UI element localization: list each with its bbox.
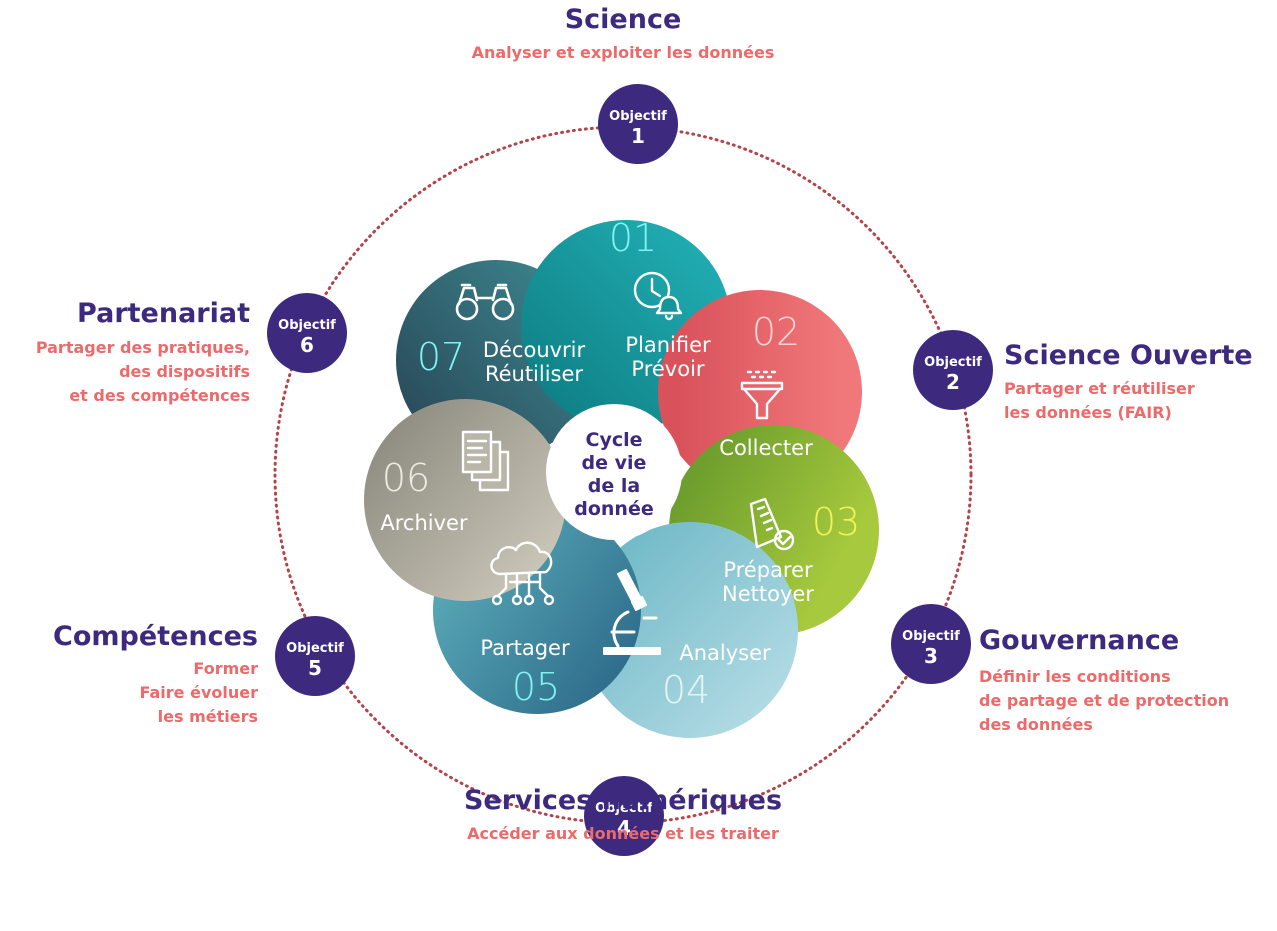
objective-badge-number: 4 bbox=[617, 816, 631, 840]
step-label-01: Planifier bbox=[625, 333, 711, 357]
objective-2-subtitle-line: les données (FAIR) bbox=[1004, 403, 1172, 422]
center-label-line: Cycle bbox=[586, 429, 643, 451]
objective-5-badge bbox=[275, 616, 355, 696]
step-label-07: Découvrir bbox=[483, 338, 586, 362]
objective-4-subtitle-line: Accéder aux données et les traiter bbox=[467, 824, 779, 843]
objective-5-subtitle: Former Faire évoluer les métiers bbox=[20, 657, 258, 729]
objective-badge-number: 1 bbox=[631, 124, 645, 148]
petal-06 bbox=[364, 399, 566, 601]
objective-5-subtitle-line: Faire évoluer bbox=[139, 683, 258, 702]
objective-3-title: Gouvernance bbox=[979, 625, 1180, 656]
center-label-line: de vie bbox=[582, 452, 647, 474]
step-label-03: Préparer bbox=[723, 558, 813, 582]
center-hub bbox=[546, 404, 682, 540]
objective-6-subtitle: Partager des pratiques, des dispositifs … bbox=[0, 336, 250, 408]
objective-3-subtitle-line: de partage et de protection bbox=[979, 691, 1230, 710]
objective-badge-number: 5 bbox=[308, 656, 322, 680]
binoculars-icon bbox=[455, 283, 515, 321]
objective-badge-number: 3 bbox=[924, 644, 938, 668]
cloud-network-icon bbox=[490, 541, 555, 606]
objective-6-title: Partenariat bbox=[77, 298, 250, 329]
step-number-02: 02 bbox=[752, 310, 800, 354]
objective-2-subtitle-line: Partager et réutiliser bbox=[1004, 379, 1195, 398]
funnel-filter-icon bbox=[740, 370, 784, 420]
objective-badge-number: 6 bbox=[300, 333, 314, 357]
objective-badge-label: Objectif bbox=[902, 629, 960, 644]
checklist-icon bbox=[749, 497, 795, 551]
objective-5-subtitle-line: les métiers bbox=[157, 707, 258, 726]
objective-6-subtitle-line: Partager des pratiques, bbox=[35, 338, 250, 357]
step-label-01: Prévoir bbox=[631, 357, 704, 381]
objective-3-subtitle: Définir les conditions de partage et de … bbox=[979, 665, 1229, 737]
step-number-01: 01 bbox=[609, 216, 657, 260]
step-label-02: Collecter bbox=[719, 436, 813, 460]
objective-4-title: Services numériques bbox=[463, 785, 783, 816]
step-number-07: 07 bbox=[417, 335, 465, 379]
objective-badge-label: Objectif bbox=[286, 641, 344, 656]
objective-1-badge bbox=[598, 84, 678, 164]
objective-1-subtitle-line: Analyser et exploiter les données bbox=[471, 43, 775, 62]
objective-2-badge bbox=[913, 330, 993, 410]
objective-badges: Objectif1Objectif2Objectif3Objectif4Obje… bbox=[267, 84, 993, 856]
step-label-03: Nettoyer bbox=[722, 582, 814, 606]
step-label-04: Analyser bbox=[679, 641, 771, 665]
objective-3-subtitle-line: Définir les conditions bbox=[979, 667, 1171, 686]
objective-badge-label: Objectif bbox=[924, 355, 982, 370]
petal-04 bbox=[582, 522, 798, 738]
objective-4-subtitle: Accéder aux données et les traiter bbox=[400, 822, 846, 846]
step-label-05: Partager bbox=[480, 636, 570, 660]
objective-5-title: Compétences bbox=[53, 621, 258, 652]
step-number-05: 05 bbox=[512, 665, 560, 709]
step-number-06: 06 bbox=[382, 456, 430, 500]
step-number-03: 03 bbox=[812, 500, 860, 544]
objective-2-title: Science Ouverte bbox=[1004, 340, 1253, 371]
objective-6-badge bbox=[267, 293, 347, 373]
objective-3-subtitle-line: des données bbox=[979, 715, 1093, 734]
objective-badge-number: 2 bbox=[946, 370, 960, 394]
objective-6-subtitle-line: des dispositifs bbox=[119, 362, 250, 381]
objective-1-subtitle: Analyser et exploiter les données bbox=[430, 41, 816, 65]
objective-badge-label: Objectif bbox=[595, 801, 653, 816]
documents-icon bbox=[461, 430, 510, 492]
objective-badge-label: Objectif bbox=[278, 318, 336, 333]
objective-2-subtitle: Partager et réutiliser les données (FAIR… bbox=[1004, 377, 1195, 425]
objective-4-badge bbox=[584, 776, 664, 856]
objective-3-badge bbox=[891, 604, 971, 684]
microscope-icon bbox=[603, 569, 661, 655]
objective-5-subtitle-line: Former bbox=[193, 659, 258, 678]
center-label-line: donnée bbox=[574, 498, 653, 520]
clock-bell-icon bbox=[633, 271, 683, 321]
step-label-07: Réutiliser bbox=[485, 362, 583, 386]
objective-6-subtitle-line: et des compétences bbox=[69, 386, 250, 405]
center-label-line: de la bbox=[588, 475, 640, 497]
objective-1-title: Science bbox=[564, 4, 682, 35]
objective-badge-label: Objectif bbox=[609, 109, 667, 124]
step-label-06: Archiver bbox=[380, 511, 468, 535]
step-number-04: 04 bbox=[662, 668, 710, 712]
